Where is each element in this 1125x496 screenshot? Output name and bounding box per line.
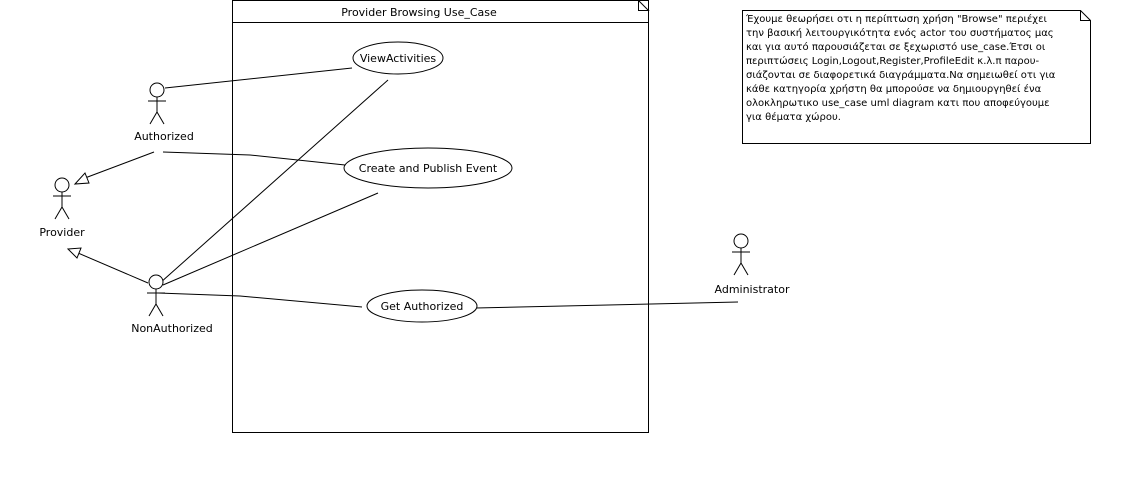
actor-authorized[interactable] [148, 82, 166, 125]
association-authorized-create-event [162, 151, 346, 166]
note-text: Έχουμε θεωρήσει οτι η περίπτωση χρήση "B… [742, 10, 1090, 143]
stick-figure-icon [148, 82, 166, 125]
note-line: Έχουμε θεωρήσει οτι η περίπτωση χρήση "B… [746, 14, 1047, 25]
associations [157, 67, 739, 309]
association-nonauthorized-create-event [162, 192, 379, 286]
note-line: κάθε κατηγορία χρήστη θα μπορούσε να δημ… [746, 84, 1042, 95]
note-line: για θέματα χώρου. [746, 112, 841, 123]
note-box [742, 10, 1091, 144]
use-case-create-publish-event[interactable]: Create and Publish Event [343, 147, 513, 189]
use-case-view-activities[interactable]: ViewActivities [352, 41, 444, 75]
actor-administrator[interactable] [732, 233, 750, 276]
note-line: σιάζονται σε διαφορετικά διαγράμματα.Να … [746, 70, 1056, 81]
actor-administrator-label: Administrator [715, 283, 790, 296]
note-line: και για αυτό παρουσιάζεται σε ξεχωριστό … [746, 42, 1046, 53]
folded-corner-icon [638, 0, 650, 11]
actor-authorized-label: Authorized [134, 130, 194, 143]
note-line: περιπτώσεις Login,Logout,Register,Profil… [746, 56, 1040, 67]
generalization-arrow-icon [66, 247, 82, 259]
association-nonauthorized-viewactivities [159, 79, 389, 284]
generalizations [66, 151, 155, 284]
stick-figure-icon [53, 177, 71, 220]
association-nonauthorized-get-authorized [157, 292, 363, 308]
generalization-arrow-icon [73, 172, 90, 185]
note-line: την βασική λειτουργικότητα ενός actor το… [746, 28, 1054, 39]
folded-corner-icon [1080, 10, 1091, 21]
system-boundary-title: Provider Browsing Use_Case [341, 6, 497, 19]
actor-provider[interactable] [53, 177, 71, 220]
stick-figure-icon [732, 233, 750, 276]
actor-non-authorized[interactable] [147, 274, 165, 317]
use-case-label: Create and Publish Event [359, 162, 498, 175]
use-case-get-authorized[interactable]: Get Authorized [366, 289, 478, 323]
system-boundary: Provider Browsing Use_Case [232, 0, 650, 433]
actor-provider-label: Provider [39, 226, 85, 239]
actor-non-authorized-label: NonAuthorized [131, 322, 213, 335]
stick-figure-icon [147, 274, 165, 317]
association-authorized-viewactivities [164, 67, 353, 89]
note-line: ολοκληρωτικο use_case uml diagram κατι π… [746, 98, 1050, 109]
use-case-label: Get Authorized [381, 300, 464, 313]
use-case-label: ViewActivities [360, 52, 437, 65]
association-administrator-get-authorized [475, 301, 739, 309]
